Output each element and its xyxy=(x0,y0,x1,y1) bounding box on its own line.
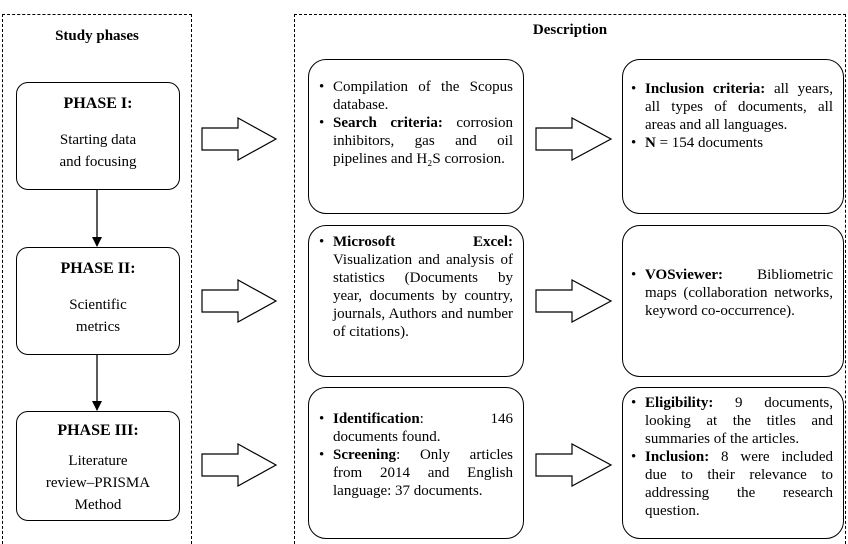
bullet-item: Compilation of the Scopus database. xyxy=(317,78,513,114)
phase-3-line-2: review–PRISMA xyxy=(45,475,151,491)
bullet-item: Microsoft Excel: Visualization and analy… xyxy=(317,233,513,341)
bullet-bold: Search criteria: xyxy=(333,115,443,131)
bullet-bold: Eligibility: xyxy=(645,395,714,411)
bullet-text: = 154 documents xyxy=(655,135,764,151)
scopus-compilation-box: Compilation of the Scopus database. Sear… xyxy=(308,59,524,214)
bullet-item: Eligibility: 9 documents, looking at the… xyxy=(629,394,833,448)
phase-3-box: PHASE III: Literature review–PRISMA Meth… xyxy=(16,411,180,521)
phase-2-box: PHASE II: Scientific metrics xyxy=(16,247,180,355)
bullet-item: Identification: 146 documents found. xyxy=(317,410,513,446)
bullet-item: Inclusion criteria: all years, all types… xyxy=(629,80,833,134)
phase-1-title: PHASE I: xyxy=(63,95,133,112)
bullet-bold: Inclusion criteria: xyxy=(645,81,766,97)
block-arrow-icon xyxy=(535,116,613,162)
identification-screening-box: Identification: 146 documents found. Scr… xyxy=(308,387,524,539)
phase-1-box: PHASE I: Starting data and focusing xyxy=(16,82,180,190)
phase-2-title: PHASE II: xyxy=(60,260,136,277)
study-phases-title: Study phases xyxy=(55,28,139,44)
study-phases-panel xyxy=(2,14,192,544)
excel-statistics-box: Microsoft Excel: Visualization and analy… xyxy=(308,225,524,377)
bullet-item: Screening: Only articles from 2014 and E… xyxy=(317,446,513,500)
bullet-item: VOSviewer: Bibliometric maps (collaborat… xyxy=(629,266,833,320)
block-arrow-icon xyxy=(201,442,278,488)
bullet-text: Visualization and analysis of statistics… xyxy=(333,252,513,340)
bullet-text: 9 documents, looking at the titles and s… xyxy=(645,395,833,447)
block-arrow-icon xyxy=(535,278,613,324)
bullet-text: corrosion inhibitors, gas and oil pipeli… xyxy=(333,115,513,167)
bullet-item: N = 154 documents xyxy=(629,134,833,152)
block-arrow-icon xyxy=(201,116,278,162)
phase-2-line-1: Scientific xyxy=(69,297,127,313)
phase-3-title: PHASE III: xyxy=(57,422,139,439)
block-arrow-icon xyxy=(201,278,278,324)
phase-2-line-2: metrics xyxy=(75,319,121,335)
description-title: Description xyxy=(532,22,608,38)
bullet-text: Compilation of the Scopus database. xyxy=(333,79,513,113)
bullet-bold: Microsoft Excel: xyxy=(333,234,513,250)
vosviewer-box: VOSviewer: Bibliometric maps (collaborat… xyxy=(622,225,844,377)
bullet-text: 8 were included due to their relevance t… xyxy=(645,449,833,519)
bullet-bold: Identification xyxy=(333,411,420,427)
inclusion-criteria-box: Inclusion criteria: all years, all types… xyxy=(622,59,844,214)
phase-3-line-3: Method xyxy=(74,497,122,513)
bullet-bold: Screening xyxy=(333,447,397,463)
phase-1-line-2: and focusing xyxy=(59,154,137,170)
bullet-text: all years, all types of documents, all a… xyxy=(645,81,834,133)
bullet-item: Search criteria: corrosion inhibitors, g… xyxy=(317,114,513,168)
bullet-text: : Only articles from 2014 and English la… xyxy=(333,447,513,499)
block-arrow-icon xyxy=(535,442,613,488)
bullet-bold: Inclusion: xyxy=(645,449,710,465)
bullet-bold: N xyxy=(645,135,656,151)
bullet-item: Inclusion: 8 were included due to their … xyxy=(629,448,833,520)
bullet-bold: VOSviewer: xyxy=(645,267,724,283)
bullet-text: : 146 documents found. xyxy=(333,411,513,445)
phase-3-line-1: Literature xyxy=(68,453,128,469)
phase-1-line-1: Starting data xyxy=(59,132,137,148)
description-panel xyxy=(294,14,846,544)
eligibility-inclusion-box: Eligibility: 9 documents, looking at the… xyxy=(622,387,844,539)
bullet-text: Bibliometric maps (collaboration network… xyxy=(645,267,833,319)
